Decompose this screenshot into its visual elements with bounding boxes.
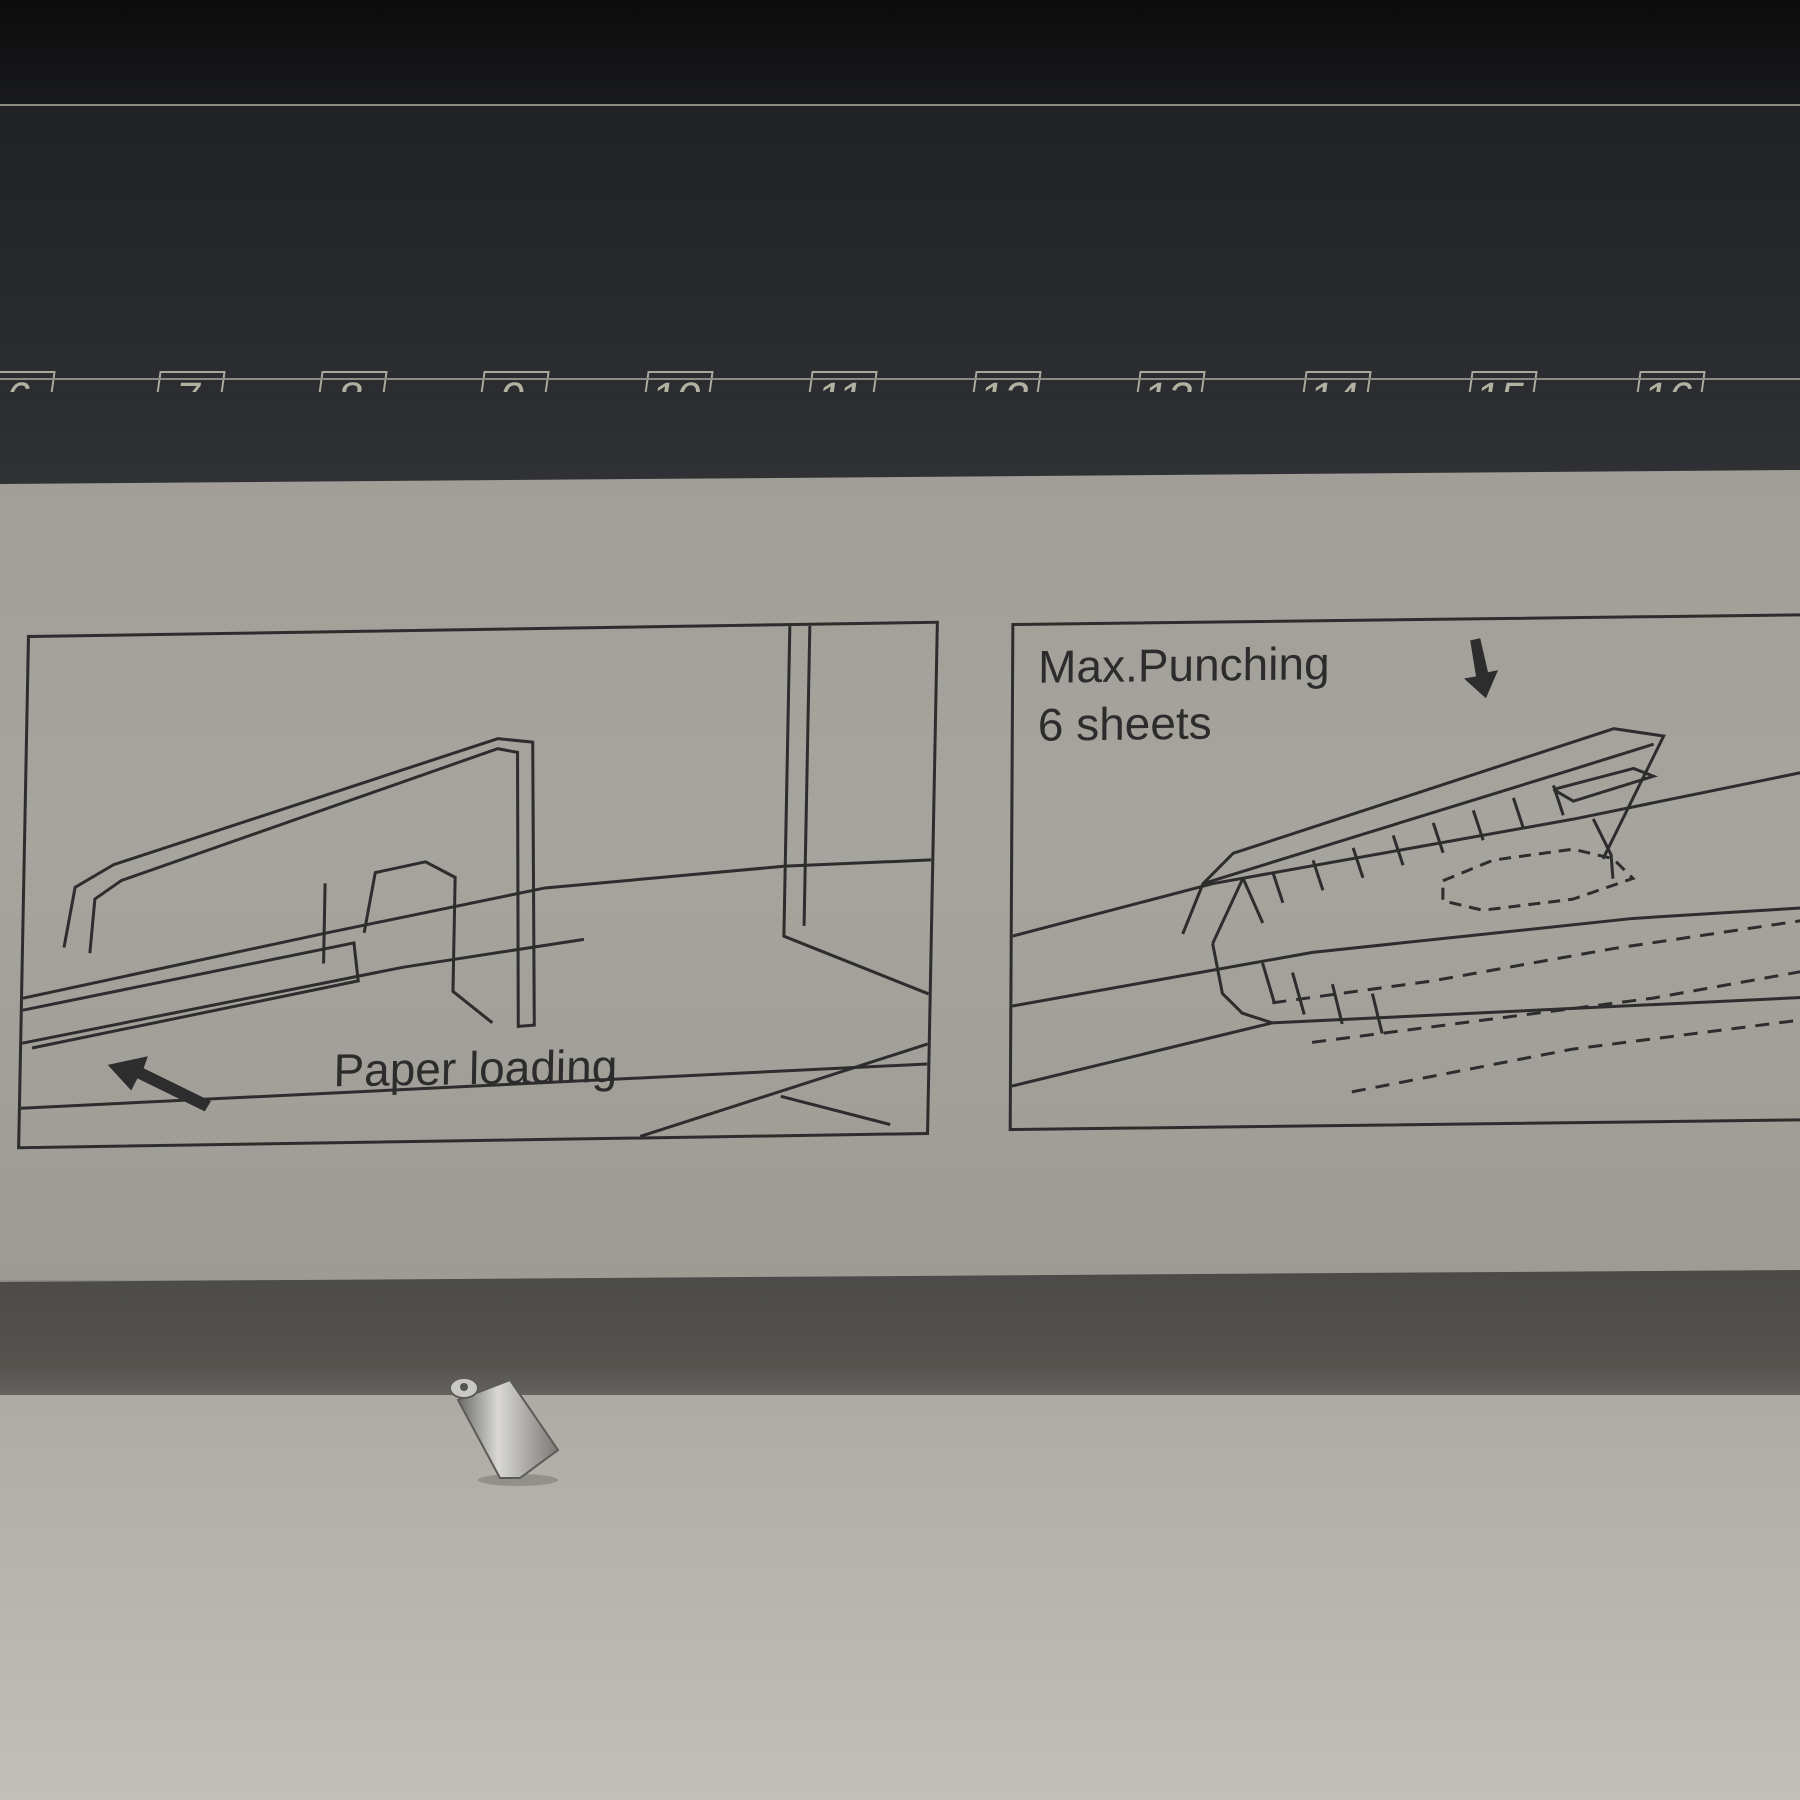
max-punching-label: Max.Punching bbox=[1037, 637, 1330, 693]
scale-strip: 6 7 8 9 10 11 12 13 14 15 16 bbox=[0, 104, 1800, 423]
adjustment-pin[interactable] bbox=[440, 1360, 590, 1490]
lever-slot bbox=[0, 1270, 1800, 1410]
base-surface bbox=[0, 1395, 1800, 1800]
paper-loading-caption: Paper loading bbox=[333, 1039, 618, 1097]
instruction-plate bbox=[0, 470, 1800, 1280]
arrow-left-up-icon bbox=[107, 1056, 211, 1112]
arrow-down-icon bbox=[1464, 638, 1499, 699]
paper-loading-panel: Paper loading bbox=[17, 620, 939, 1150]
paper-loading-illustration bbox=[20, 625, 932, 1138]
scale-bottom-line bbox=[0, 378, 1800, 380]
max-sheets-label: 6 sheets bbox=[1037, 696, 1212, 751]
max-punching-panel: Max.Punching 6 sheets bbox=[1008, 612, 1800, 1132]
max-punching-illustration bbox=[1011, 638, 1800, 1094]
dark-top-edge bbox=[0, 0, 1800, 110]
